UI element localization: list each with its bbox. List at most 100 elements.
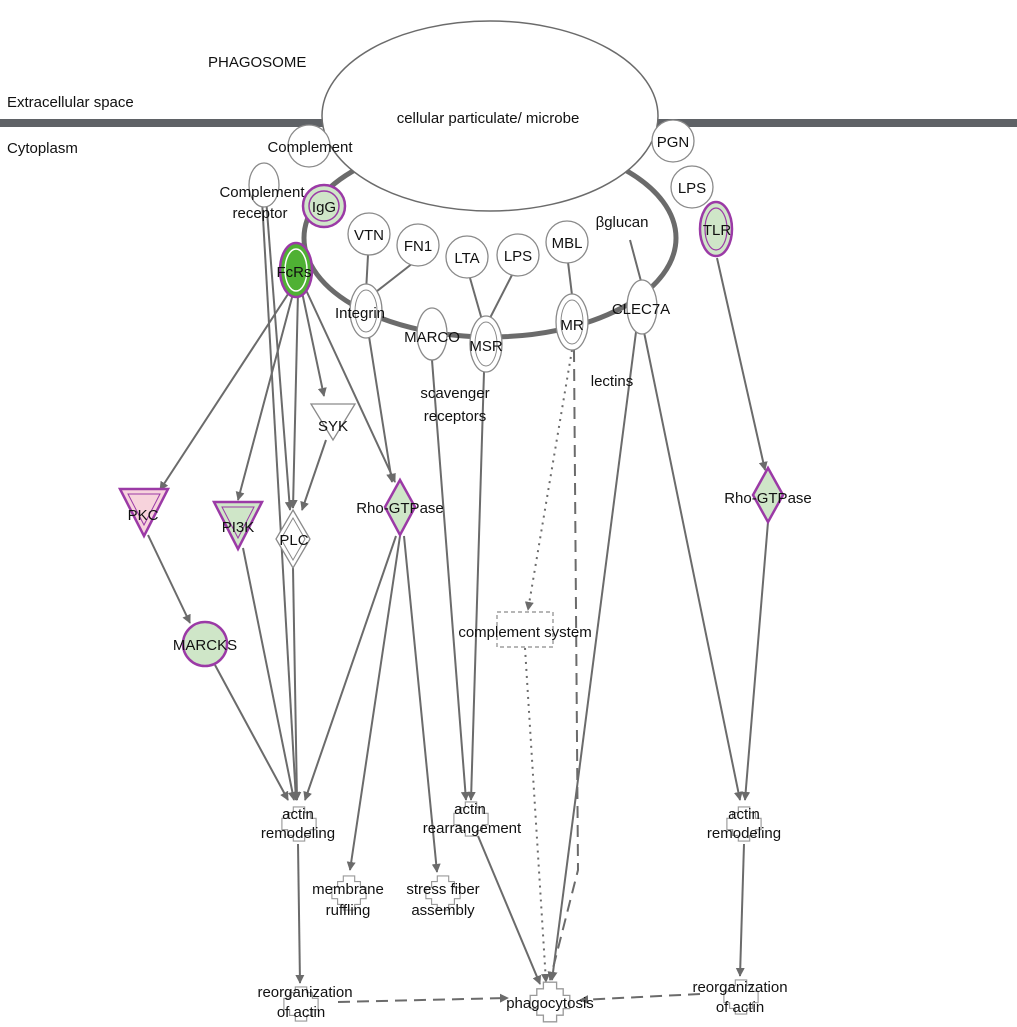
edge-syk-plc: [300, 439, 327, 511]
svg-text:FN1: FN1: [404, 238, 432, 255]
edge-lps-msr: [489, 274, 513, 319]
scavenger-label: scavenger: [420, 385, 489, 402]
edges: [147, 197, 769, 1005]
complement-receptor-node[interactable]: Complement receptor: [219, 162, 305, 222]
edge-rho-actin-right: [741, 521, 769, 801]
extracellular-label: Extracellular space: [7, 94, 134, 111]
mr-node[interactable]: MR: [555, 293, 589, 351]
svg-text:MARCKS: MARCKS: [173, 637, 237, 654]
particle-node: cellular particulate/ microbe: [321, 20, 659, 212]
svg-text:Complement: Complement: [267, 139, 353, 156]
svg-text:of actin: of actin: [716, 999, 764, 1016]
phagosome-label: PHAGOSOME: [208, 54, 306, 71]
svg-text:actin: actin: [728, 806, 760, 823]
cytoplasm-label: Cytoplasm: [7, 140, 78, 157]
membrane-ruffling-node[interactable]: membrane ruffling: [312, 875, 384, 919]
svg-text:receptor: receptor: [232, 205, 287, 222]
edge-cr-plc: [265, 197, 294, 511]
edge-remodel-reorg-right: [735, 843, 745, 977]
edge-fcrs-rho: [305, 289, 396, 483]
edge-fcrs-syk: [301, 291, 327, 397]
complement-system-node[interactable]: complement system: [458, 611, 592, 648]
svg-text:rearrangement: rearrangement: [423, 820, 522, 837]
svg-text:remodeling: remodeling: [707, 825, 781, 842]
vtn-node[interactable]: VTN: [347, 212, 391, 256]
edge-lta-msr: [469, 277, 483, 321]
svg-text:VTN: VTN: [354, 227, 384, 244]
edge-integrin-rho: [367, 329, 396, 483]
svg-text:SYK: SYK: [318, 418, 348, 435]
edge-bglucan-clec7a: [629, 239, 643, 286]
svg-text:PKC: PKC: [128, 507, 159, 524]
edge-fn1-integrin: [371, 262, 414, 296]
edge-clec7a-actin: [643, 331, 743, 801]
marco-node[interactable]: MARCO: [404, 307, 460, 361]
rho-gtpase-left-node[interactable]: Rho-GTPase: [356, 477, 444, 538]
plc-node[interactable]: PLC: [275, 508, 311, 570]
svg-text:βglucan: βglucan: [596, 214, 649, 231]
stress-fiber-assembly-node[interactable]: stress fiber assembly: [406, 875, 480, 919]
edge-msr-actin: [466, 371, 485, 801]
edge-rearr-phagocytosis: [477, 835, 542, 985]
clec7a-node[interactable]: CLEC7A: [612, 279, 670, 335]
phagocytosis-node[interactable]: phagocytosis: [506, 981, 594, 1023]
svg-text:phagocytosis: phagocytosis: [506, 995, 594, 1012]
svg-text:remodeling: remodeling: [261, 825, 335, 842]
bglucan-node[interactable]: βglucan: [596, 214, 649, 231]
pkc-node[interactable]: PKC: [117, 487, 171, 539]
edge-complement-phagocytosis: [524, 647, 550, 983]
marcks-node[interactable]: MARCKS: [173, 620, 237, 668]
edge-mr-complement: [524, 349, 573, 611]
complement-node[interactable]: Complement: [267, 124, 353, 168]
lta-node[interactable]: LTA: [445, 235, 489, 279]
svg-text:actin: actin: [454, 801, 486, 818]
svg-text:MARCO: MARCO: [404, 329, 460, 346]
pgn-node[interactable]: PGN: [651, 119, 695, 163]
lps-mid-node[interactable]: LPS: [496, 233, 540, 277]
svg-text:FcRs: FcRs: [277, 264, 312, 281]
edge-remodel-reorg-left: [295, 843, 305, 984]
svg-text:TLR: TLR: [703, 222, 732, 239]
actin-remodeling-right-node[interactable]: actin remodeling: [707, 806, 781, 842]
svg-text:reorganization: reorganization: [692, 979, 787, 996]
actin-remodeling-left-node[interactable]: actin remodeling: [261, 806, 335, 842]
svg-text:PLC: PLC: [279, 532, 308, 549]
edge-cr-actin: [261, 199, 301, 801]
edge-marco-actin: [431, 359, 470, 801]
reorganization-left-node[interactable]: reorganization of actin: [257, 984, 353, 1022]
svg-text:stress fiber: stress fiber: [406, 881, 479, 898]
syk-node[interactable]: SYK: [309, 403, 357, 442]
edge-fcrs-plc: [288, 291, 299, 509]
rho-gtpase-right-node[interactable]: Rho-GTPase: [724, 465, 812, 525]
svg-text:MR: MR: [560, 317, 583, 334]
fn1-node[interactable]: FN1: [396, 223, 440, 267]
edge-mr-phagocytosis: [547, 349, 580, 981]
svg-text:reorganization: reorganization: [257, 984, 352, 1001]
msr-node[interactable]: MSR: [469, 315, 503, 373]
svg-text:Complement: Complement: [219, 184, 305, 201]
fcrs-node[interactable]: FcRs: [277, 241, 314, 299]
edge-mbl-mr: [567, 261, 573, 296]
actin-rearrangement-node[interactable]: actin rearrangement: [423, 801, 522, 837]
lps-right-node[interactable]: LPS: [670, 165, 714, 209]
edge-rho-ruffling: [346, 535, 401, 871]
svg-text:ruffling: ruffling: [326, 902, 371, 919]
svg-text:actin: actin: [282, 806, 314, 823]
pi3k-node[interactable]: PI3K: [211, 500, 265, 552]
edge-rho-actin: [303, 535, 397, 801]
reorganization-right-node[interactable]: reorganization of actin: [692, 979, 787, 1016]
igg-node[interactable]: IgG: [301, 183, 347, 229]
integrin-node[interactable]: Integrin: [335, 283, 385, 339]
svg-text:Rho-GTPase: Rho-GTPase: [356, 500, 444, 517]
svg-text:LPS: LPS: [678, 180, 706, 197]
edge-pkc-marcks: [147, 534, 191, 624]
tlr-node[interactable]: TLR: [698, 200, 734, 258]
mbl-node[interactable]: MBL: [545, 220, 589, 264]
svg-text:PI3K: PI3K: [222, 519, 255, 536]
edge-fcrs-pi3k: [235, 289, 295, 501]
edge-fcrs-pkc: [159, 287, 293, 491]
svg-text:IgG: IgG: [312, 199, 336, 216]
svg-text:MSR: MSR: [469, 338, 503, 355]
svg-text:of actin: of actin: [277, 1004, 325, 1021]
